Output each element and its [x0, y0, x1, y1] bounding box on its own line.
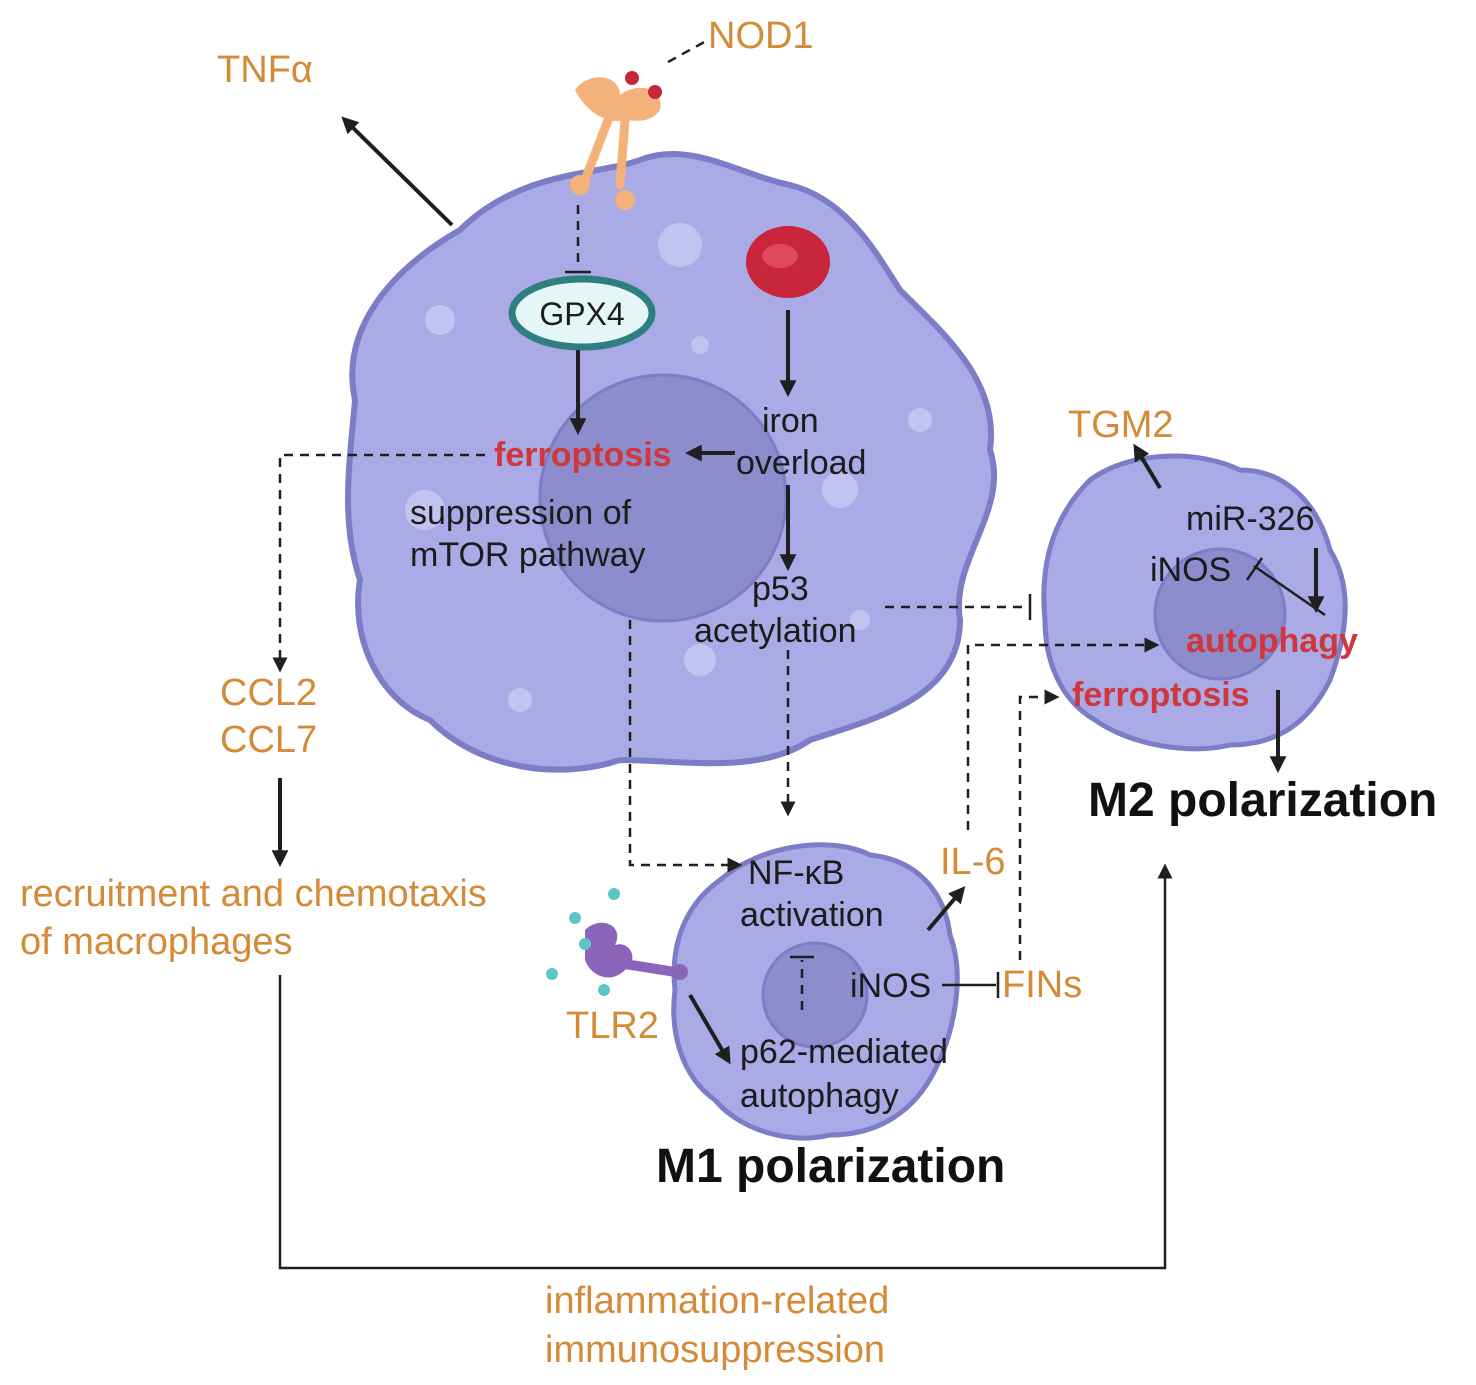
autophagy-m2-label: autophagy: [1186, 622, 1358, 660]
p53-label: p53: [752, 570, 809, 608]
il6-label: IL-6: [940, 841, 1005, 883]
ferroptosis-m2-label: ferroptosis: [1072, 676, 1250, 714]
inos-m1-label: iNOS: [850, 967, 931, 1005]
m2-cell-nucleus: [1153, 547, 1287, 681]
ccl7-label: CCL7: [220, 719, 317, 761]
nod1-label: NOD1: [708, 15, 814, 57]
connectors: [271, 38, 1326, 1270]
ccl2-label: CCL2: [220, 672, 317, 714]
inflammation-label-2: immunosuppression: [545, 1329, 885, 1371]
acetylation-label: acetylation: [694, 612, 857, 650]
tlr2-receptor-icon: [546, 888, 688, 996]
m2-macrophage-cell: [1041, 453, 1348, 752]
m1-macrophage-cell: [671, 842, 960, 1141]
ferroptosis-main-label: ferroptosis: [494, 436, 672, 474]
mir326-label: miR-326: [1186, 500, 1314, 538]
suppression-label: suppression of: [410, 494, 632, 532]
tnfa-label: TNFα: [217, 49, 313, 91]
activation-label: activation: [740, 896, 884, 934]
red-blood-cell-icon: [746, 226, 830, 298]
gpx4-label: GPX4: [539, 296, 624, 332]
labels: TNFα NOD1 GPX4 ferroptosis iron overload…: [20, 15, 1437, 1371]
inos-m2-label: iNOS: [1150, 551, 1231, 589]
ligand-dots: [546, 888, 620, 996]
tgm2-label: TGM2: [1068, 404, 1174, 446]
recruitment-label-2: of macrophages: [20, 921, 293, 963]
gpx4-enzyme-icon: [508, 275, 656, 351]
mtor-label: mTOR pathway: [410, 536, 646, 574]
recruitment-label-1: recruitment and chemotaxis: [20, 873, 487, 915]
inflammation-label-1: inflammation-related: [545, 1280, 889, 1322]
fins-label: FINs: [1002, 964, 1082, 1006]
nfkb-label: NF-κB: [748, 854, 844, 892]
nod1-receptor-icon: [570, 71, 662, 210]
p62-label-2: autophagy: [740, 1077, 899, 1115]
vesicles: [405, 223, 932, 712]
iron-label: iron: [762, 402, 819, 440]
overload-label: overload: [736, 444, 866, 482]
p62-label-1: p62-mediated: [740, 1033, 948, 1071]
m2-polarization-label: M2 polarization: [1088, 774, 1437, 827]
m1-cell-nucleus: [761, 941, 869, 1049]
tlr2-label: TLR2: [566, 1005, 659, 1047]
m1-polarization-label: M1 polarization: [656, 1140, 1005, 1193]
